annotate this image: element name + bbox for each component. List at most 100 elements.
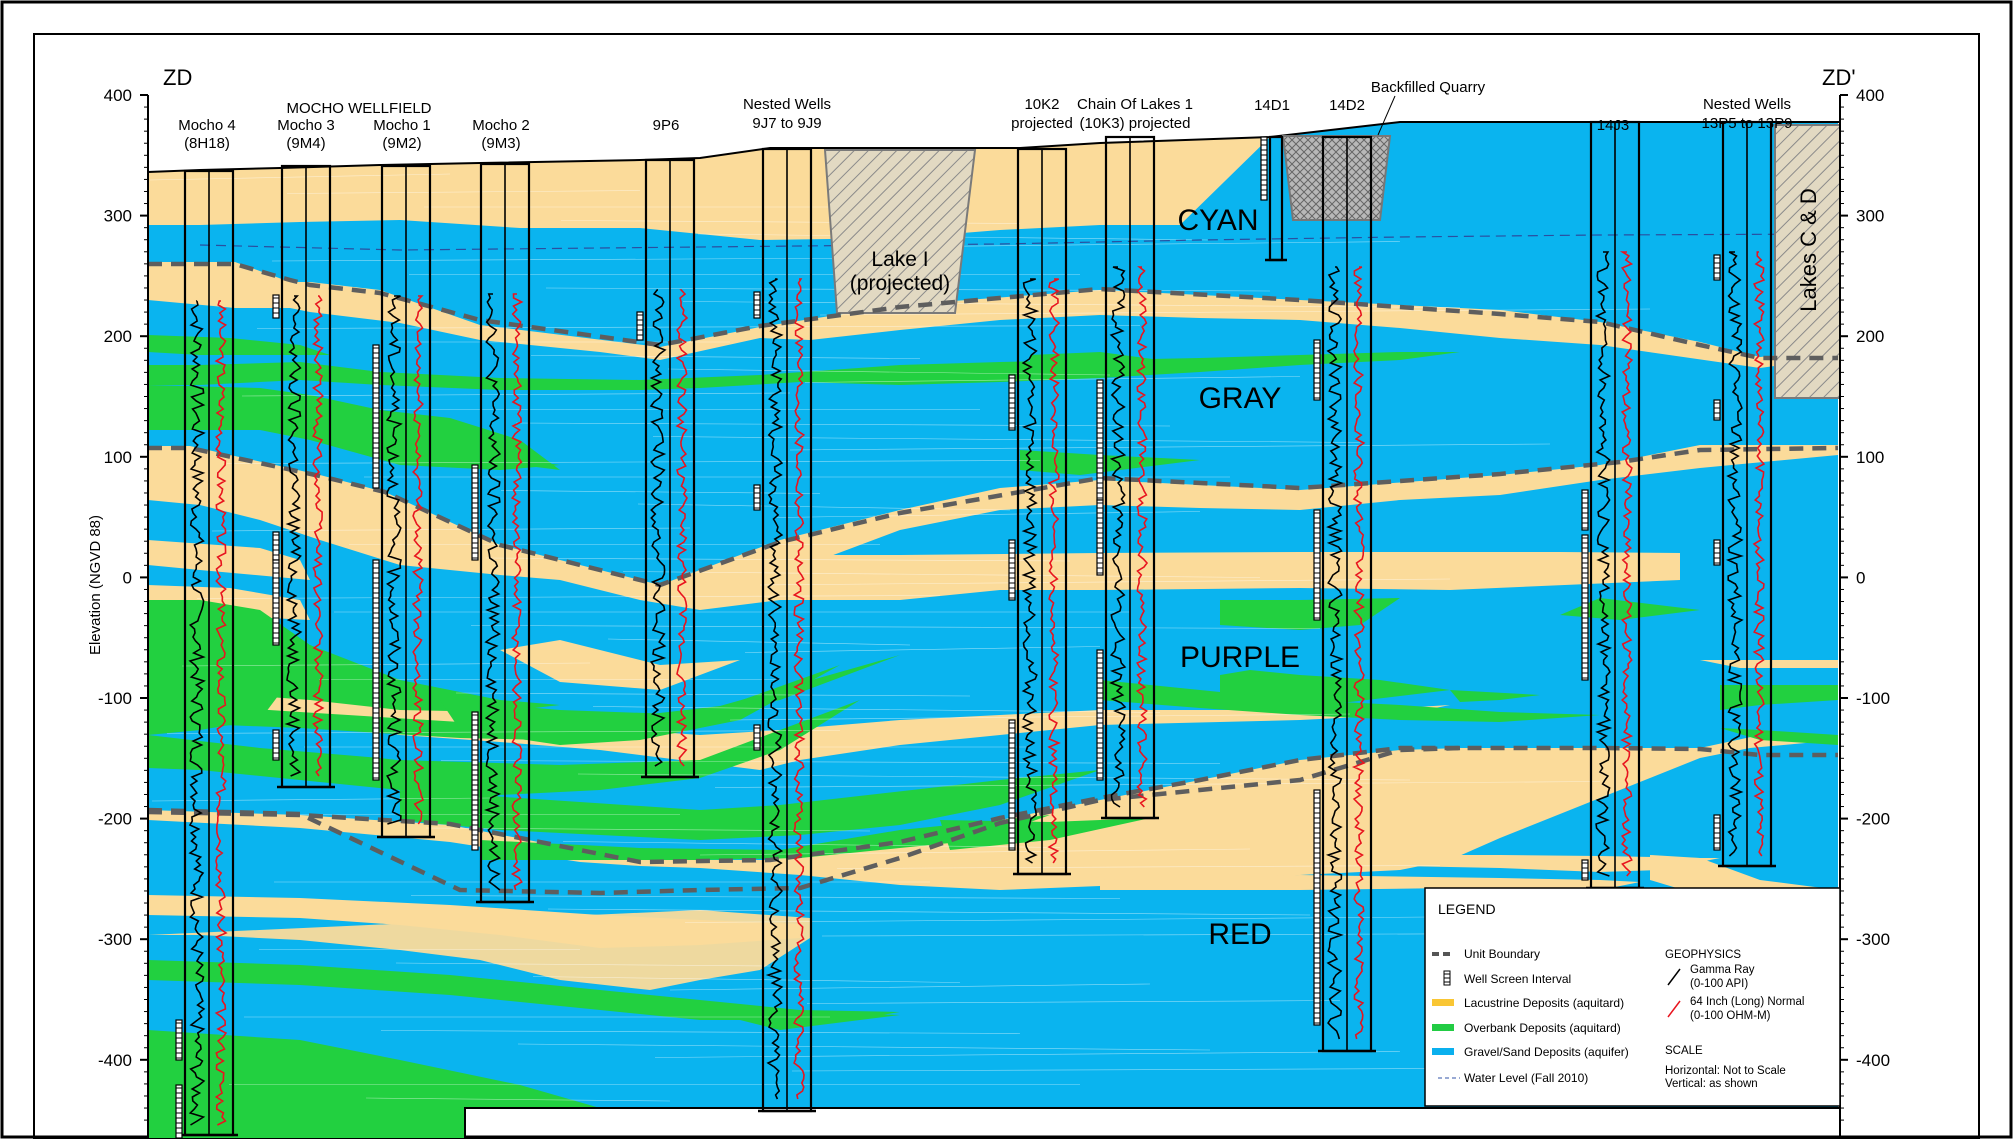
resistivity-log [1135, 266, 1149, 808]
well-id: (8H18) [184, 135, 230, 152]
screen-interval [1581, 489, 1589, 531]
legend-title: LEGEND [1438, 901, 1496, 917]
hairline [515, 422, 1171, 427]
well-name: Chain Of Lakes 1 [1077, 96, 1193, 113]
hairline [714, 781, 1601, 788]
legend-swatch-deposit [1432, 1024, 1454, 1031]
hairline [806, 1000, 1341, 1004]
gamma-log [1109, 266, 1127, 808]
hairline [485, 557, 1071, 562]
legend-item-label: Lacustrine Deposits (aquitard) [1464, 996, 1624, 1010]
gamma-log [1325, 266, 1345, 1040]
resistivity-log [312, 295, 325, 777]
resistivity-log [214, 300, 228, 1126]
y-tick-label-right: -200 [1856, 810, 1890, 829]
hairline [637, 503, 1011, 511]
hairline [789, 443, 1551, 451]
y-tick-label-right: 100 [1856, 448, 1884, 467]
well-column [636, 158, 699, 779]
hairline [667, 368, 1111, 376]
legend-item-label: Unit Boundary [1464, 947, 1540, 961]
well-id: 13P5 to 13P9 [1702, 115, 1793, 132]
lakes-c-d-shape [1774, 124, 1841, 399]
hairline [607, 638, 911, 646]
y-tick-label-left: -200 [98, 810, 132, 829]
screen-interval [1313, 339, 1321, 401]
lake-i-label: Lake I [871, 248, 928, 271]
hairline [286, 190, 641, 194]
y-tick-label-right: 300 [1856, 207, 1884, 226]
gamma-log [385, 295, 404, 825]
y-tick-label-left: 200 [104, 327, 132, 346]
screen-interval [471, 711, 479, 851]
y-tick-label-left: -300 [98, 930, 132, 949]
hairline [425, 827, 871, 832]
legend-resistivity-label: 64 Inch (Long) Normal [1690, 996, 1804, 1008]
unit-label-cyan: CYAN [1177, 204, 1258, 237]
section-left-id: ZD [163, 65, 192, 90]
gamma-log [1021, 278, 1040, 864]
hairline [669, 983, 1151, 991]
legend-resistivity-range: (0-100 OHM-M) [1690, 1010, 1771, 1022]
well-name: Mocho 3 [277, 117, 335, 134]
well-name: Mocho 2 [472, 117, 530, 134]
well-name: Nested Wells [743, 96, 831, 113]
legend-scale-vertical: Vertical: as shown [1665, 1078, 1758, 1090]
hairline [226, 460, 1041, 464]
well-id: projected [1011, 115, 1073, 132]
lakes-c-d-label: Lakes C & D [1796, 188, 1821, 312]
unit-label-red: RED [1208, 918, 1271, 951]
resistivity-log [792, 278, 806, 1100]
figure-frame [33, 33, 1980, 1139]
screen-interval [1096, 649, 1104, 781]
legend-swatch-deposit [1432, 1048, 1454, 1055]
y-axis-label: Elevation (NGVD 88) [87, 515, 104, 655]
well-id: (9M2) [382, 135, 421, 152]
y-tick-label-right: -100 [1856, 689, 1890, 708]
ground-surface-line [147, 121, 1840, 173]
resistivity-log [1351, 266, 1366, 1040]
y-tick-label-left: 0 [123, 568, 132, 587]
y-tick-label-right: 400 [1856, 86, 1884, 105]
well-name: Mocho 4 [178, 117, 236, 134]
well-column [272, 164, 335, 789]
hairline [380, 1030, 1021, 1034]
hairline [684, 916, 1501, 923]
hairline [836, 865, 1441, 869]
section-right-id: ZD' [1822, 65, 1856, 90]
wells-layer [175, 120, 1776, 1139]
overbank-deposits [148, 335, 1838, 1139]
hairline [256, 325, 1141, 329]
hairline [181, 662, 591, 667]
well-column [1096, 135, 1159, 820]
hairline [196, 595, 941, 599]
screen-interval [175, 1019, 183, 1061]
well-header-labels: Mocho 4(8H18)Mocho 3(9M4)Mocho 1(9M2)Moc… [178, 96, 1792, 152]
hairline [211, 527, 691, 532]
hairline [241, 392, 791, 397]
well-column [175, 169, 238, 1139]
legend-item-label: Water Level (Fall 2010) [1464, 1071, 1588, 1085]
well-name: 10K2 [1024, 96, 1059, 113]
hairline [470, 625, 1321, 629]
y-tick-label-left: -100 [98, 689, 132, 708]
resistivity-log [1047, 278, 1061, 864]
screen-interval [1581, 859, 1589, 881]
lake-i-projected-shape [823, 149, 977, 314]
well-column [1313, 135, 1376, 1053]
hairline [774, 511, 1201, 518]
hairline [744, 646, 1101, 653]
hairline [517, 1043, 1211, 1051]
well-column [1713, 120, 1776, 868]
resistivity-log [1619, 251, 1634, 877]
screen-interval [372, 344, 380, 489]
hairline [547, 908, 1311, 916]
hairline [819, 308, 1651, 316]
screen-interval [272, 729, 280, 761]
y-tick-label-left: -400 [98, 1051, 132, 1070]
legend-scale-horizontal: Horizontal: Not to Scale [1665, 1065, 1786, 1077]
